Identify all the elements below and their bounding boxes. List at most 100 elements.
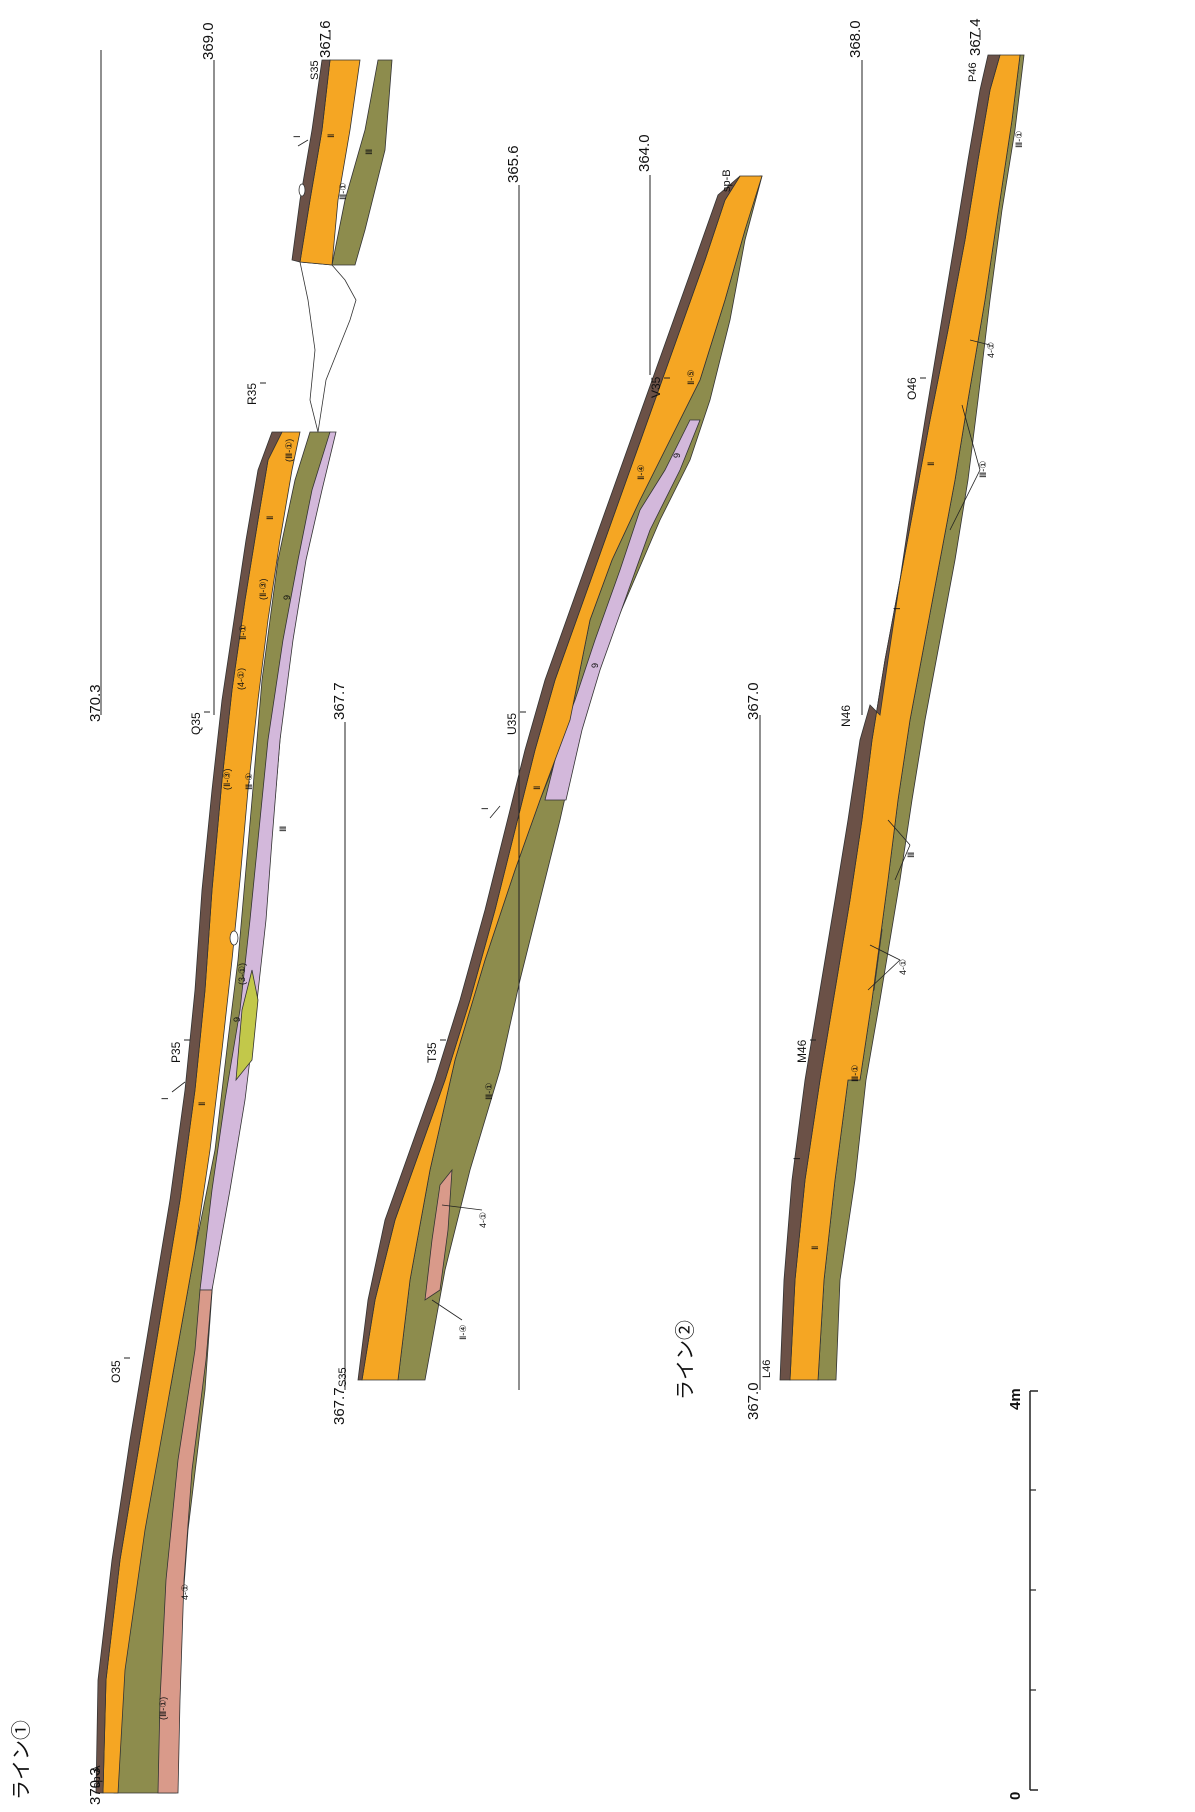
scale-zero: 0 [1007, 1792, 1024, 1800]
label-III-1p-b: (Ⅲ-①) [284, 439, 294, 462]
layer-4-line1c [424, 1168, 453, 1301]
level-367-0-top: 367.0 [745, 682, 762, 720]
grid-mark-label: O46 [905, 377, 919, 400]
grid-mark-v35: V35 [649, 376, 670, 398]
layer-I-line1a [95, 431, 283, 1794]
profile-line2 [779, 54, 1025, 1381]
level-364-0: 364.0 [636, 134, 653, 172]
label-II-l2b: Ⅱ [926, 462, 936, 466]
label-III-1-mid: Ⅲ-① [484, 1083, 494, 1100]
label-III-l2: Ⅲ [906, 852, 916, 858]
level-lines [100, 30, 981, 1390]
label-9-mid2: 9 [672, 453, 682, 458]
grid-mark-label: O35 [109, 1360, 123, 1383]
label-II-3p-b: (Ⅱ-③) [258, 579, 268, 601]
level-367-6: 367.6 [317, 20, 334, 58]
layer-I-line2 [779, 54, 1001, 1381]
grid-mark-p35: P35 [169, 1039, 190, 1063]
scale-bar: 0 4m [1007, 1388, 1038, 1800]
label-I: Ⅰ [160, 1097, 170, 1100]
label-3-1p: (3-①) [237, 963, 247, 985]
label-9-mid: 9 [590, 663, 600, 668]
point-sp-b: sp-B [721, 169, 733, 192]
level-365-6: 365.6 [505, 145, 522, 183]
leader-lines [171, 139, 991, 1321]
label-II-b: Ⅱ [265, 516, 275, 520]
label-II-4-mid: Ⅱ-④ [636, 465, 646, 481]
layer-II-line2 [789, 54, 1021, 1381]
grid-mark-label: P35 [169, 1041, 183, 1063]
line1-title: ライン① [10, 1720, 33, 1800]
label-II: Ⅱ [197, 1102, 207, 1106]
label-III-1-l2c: Ⅲ-① [1014, 131, 1024, 148]
label-I-mid: Ⅰ [480, 807, 490, 810]
label-II-top: Ⅱ [326, 134, 336, 138]
stone-2 [229, 930, 239, 946]
grid-mark-r35: R35 [245, 382, 266, 405]
layer-III-line1a [113, 431, 331, 1794]
layer-4-line1a [157, 1289, 213, 1794]
grid-mark-label: T35 [425, 1042, 439, 1063]
level-368-0: 368.0 [847, 20, 864, 58]
label-II-3p-a: (Ⅱ-③) [222, 769, 232, 791]
grid-mark-label: Q35 [189, 712, 203, 735]
grid-mark-o46: O46 [905, 377, 926, 400]
scale-max: 4m [1007, 1388, 1024, 1410]
grid-mark-label: N46 [839, 705, 853, 727]
label-I-l2b: Ⅰ [892, 607, 902, 610]
stone-1 [298, 183, 306, 197]
label-II-1: Ⅱ-① [238, 625, 248, 641]
level-367-7-start2: 367.7 [331, 1387, 348, 1425]
point-s35-start2: S35 [337, 1367, 349, 1387]
grid-mark-m46: M46 [795, 1039, 816, 1063]
level-367-0-bottom: 367.0 [745, 1382, 762, 1420]
point-s35-top: S35 [309, 60, 321, 80]
level-367-7-mid: 367.7 [331, 682, 348, 720]
label-III-1-top: Ⅲ-① [338, 183, 348, 200]
grid-mark-label: U35 [505, 713, 519, 735]
point-sp-a: sp-A [91, 1765, 103, 1788]
label-4-1-l2b: 4-① [986, 342, 996, 358]
label-II-mid: Ⅱ [532, 786, 542, 790]
grid-mark-label: V35 [649, 376, 663, 398]
label-III-1-a: Ⅲ-① [244, 773, 254, 790]
label-III-1-l2b: Ⅲ-① [978, 461, 988, 478]
label-9-b: 9 [282, 595, 292, 600]
layer-annotations: Ⅰ Ⅱ (Ⅲ-①) 4-① 9 (3-①) (Ⅱ-③) Ⅲ-① Ⅲ (4-①) … [158, 131, 1024, 1720]
level-370-3-top: 370.3 [87, 684, 104, 722]
grid-mark-q35: Q35 [189, 711, 210, 735]
label-II-l2: Ⅱ [810, 1246, 820, 1250]
layer-I-line1c [357, 175, 741, 1381]
label-4-1p: (4-①) [236, 668, 246, 690]
label-4-1-l2a: 4-① [898, 959, 908, 975]
level-370-3-bottom: 370.3 [87, 1767, 104, 1805]
point-l46: L46 [761, 1360, 773, 1378]
grid-mark-t35: T35 [425, 1039, 446, 1063]
layer-III-line1b [331, 59, 393, 266]
profile-line1-c [357, 175, 763, 1381]
grid-mark-u35: U35 [505, 711, 526, 735]
label-II-5: Ⅱ-⑤ [686, 370, 696, 386]
label-I-l2: Ⅰ [792, 1157, 802, 1160]
layer-3-line1a [235, 969, 259, 1082]
grid-mark-label: R35 [245, 383, 259, 405]
layer-I-line1b [291, 59, 331, 263]
label-9: 9 [232, 1017, 242, 1022]
label-4-1: 4-① [180, 1584, 190, 1600]
label-III-top: Ⅲ [364, 149, 374, 155]
label-III-1-l2a: Ⅲ-① [850, 1065, 860, 1082]
grid-mark-label: M46 [795, 1039, 809, 1063]
point-p46: P46 [967, 62, 979, 82]
profile-line1-a [95, 59, 393, 1794]
layer-9-line1c [544, 419, 701, 801]
label-I-top: Ⅰ [292, 135, 302, 138]
level-369-0: 369.0 [200, 22, 217, 60]
label-III-a: Ⅲ [278, 826, 288, 832]
excavation-void [299, 261, 357, 433]
label-II-4: Ⅱ-④ [458, 1325, 468, 1341]
grid-mark-n46: N46 [839, 705, 853, 727]
level-367-4: 367.4 [967, 18, 984, 56]
line2-title: ライン② [674, 1320, 697, 1400]
